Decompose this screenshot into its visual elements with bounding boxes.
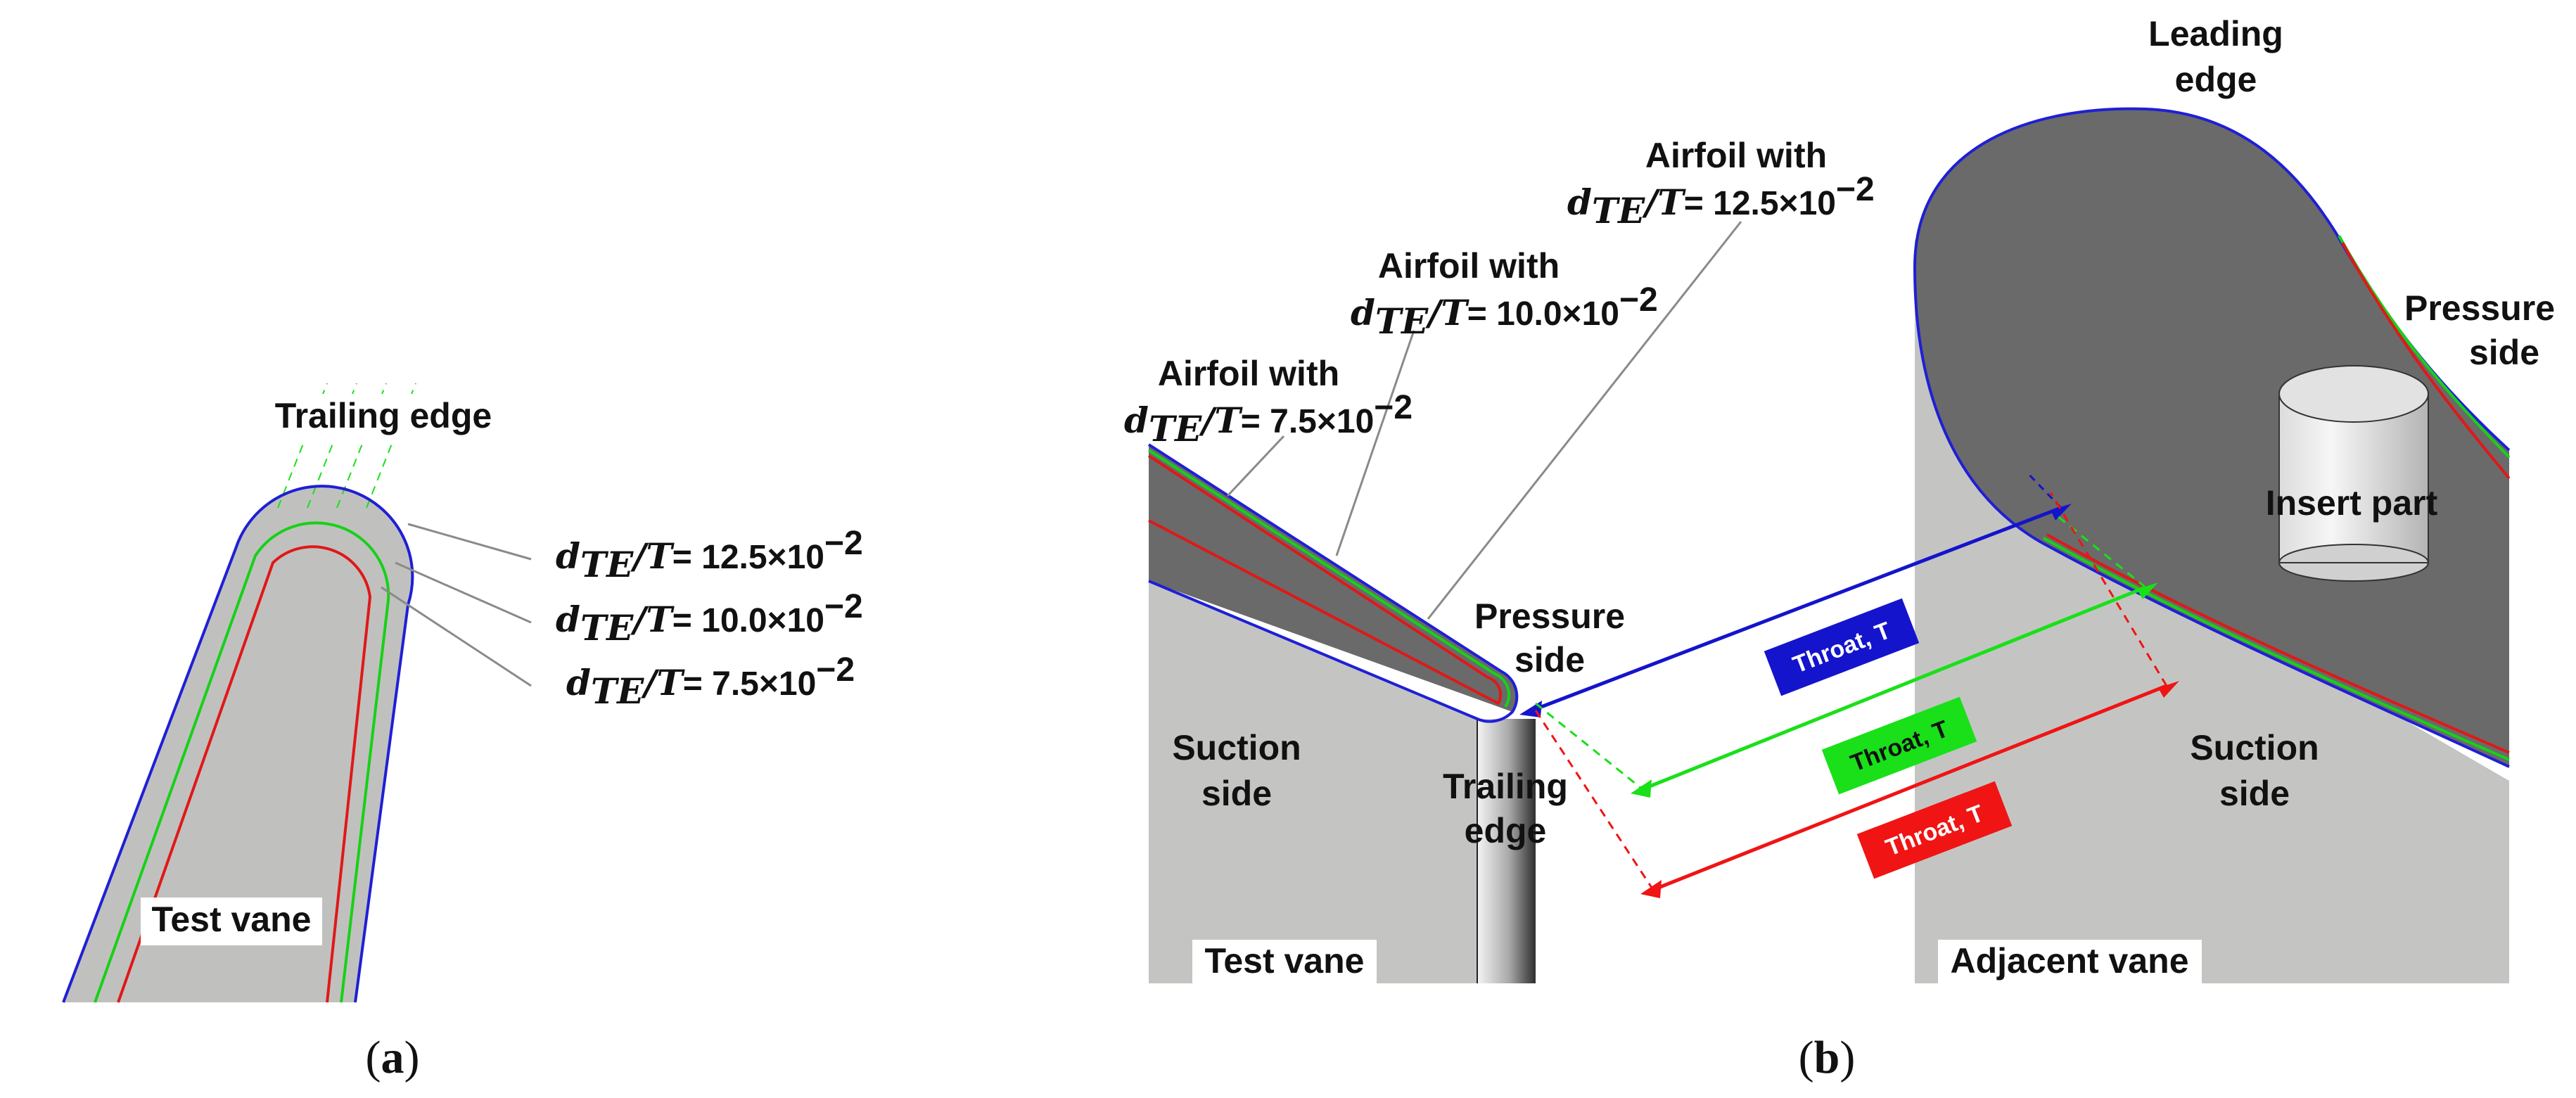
test-vane-top-surface: [1149, 445, 1517, 712]
test-vane-red-contour: [1147, 454, 1503, 706]
test-vane-b-label-bg: [1192, 940, 1377, 986]
trailing-edge-label: Trailing edge: [275, 396, 492, 435]
leading-edge-label-2: edge: [2175, 60, 2257, 99]
test-vane-label-a: Test vane: [152, 900, 312, 939]
adjacent-pressure-label-2: side: [2469, 333, 2539, 372]
caption-a: (a): [366, 1032, 420, 1083]
airfoil-title-7-5: Airfoil with: [1158, 354, 1339, 393]
leader-12-5: [407, 523, 532, 561]
trailing-edge-cylinder: [1477, 719, 1536, 983]
airfoil-value-10-0: dTE/T= 10.0×10−2: [1351, 281, 1658, 342]
throat-green: [1535, 512, 2158, 798]
trailing-edge-label-bg: [260, 394, 506, 442]
test-vane-3d: [1147, 443, 1536, 983]
leading-edge-label-1: Leading: [2148, 14, 2283, 53]
contour-dte-12-5: [62, 485, 414, 1003]
airfoil-leader-7-5: [1226, 435, 1285, 497]
adjacent-vane-top: [1915, 108, 2509, 767]
test-vane-blue-contour: [1147, 443, 1519, 723]
contour-dte-7-5: [117, 545, 372, 1003]
airfoil-leader-10-0: [1335, 330, 1415, 556]
airfoil-leader-12-5: [1427, 221, 1742, 620]
airfoil-title-10-0: Airfoil with: [1378, 246, 1560, 286]
suction-side-label-2: side: [1201, 774, 1272, 813]
trailing-edge-label-b1: Trailing: [1443, 767, 1568, 806]
test-vane-body: [63, 486, 413, 1002]
test-vane-suction-wall: [1149, 581, 1477, 983]
adjacent-vane-label-bg: [1938, 940, 2202, 986]
adjacent-suction-label-1: Suction: [2190, 728, 2319, 767]
trailing-edge-label-b2: edge: [1465, 811, 1547, 850]
airfoil-title-12-5: Airfoil with: [1645, 136, 1827, 175]
adjacent-vane-suction-red: [2046, 533, 2510, 754]
insert-part-label: Insert part: [2266, 483, 2438, 523]
caption-b: (b): [1799, 1032, 1856, 1083]
airfoil-value-12-5: dTE/T= 12.5×10−2: [1567, 171, 1875, 231]
panel-a: Trailing edge dTE/T= 12.5×10−2 dTE/T= 10…: [62, 383, 863, 1083]
adjacent-vane-suction-contour: [1913, 267, 2510, 768]
pressure-side-label-2: side: [1515, 640, 1585, 679]
adjacent-vane-pressure-red: [2341, 242, 2511, 480]
throat-red: [1534, 492, 2179, 898]
suction-side-label-1: Suction: [1172, 728, 1301, 767]
adjacent-vane-label: Adjacent vane: [1950, 941, 2188, 981]
leader-7-5: [381, 586, 532, 687]
adjacent-pressure-label-1: Pressure: [2404, 288, 2555, 328]
contour-dte-10-0: [94, 521, 390, 1003]
airfoil-value-7-5: dTE/T= 7.5×10−2: [1124, 389, 1413, 449]
leader-10-0: [395, 561, 532, 624]
adjacent-vane-3d: [1913, 107, 2511, 983]
adjacent-vane-suction-green: [2043, 537, 2510, 761]
panel-b: Throat, T Throat, T Throat, T Airfoil wi…: [1124, 14, 2555, 1083]
test-vane-label-b: Test vane: [1205, 941, 1365, 981]
adjacent-suction-label-2: side: [2219, 774, 2290, 813]
test-vane-green-contour: [1147, 449, 1511, 708]
throat-tag-red: Throat, T: [1856, 781, 2013, 879]
dte-label-7-5: dTE/T= 7.5×10−2: [566, 651, 855, 712]
test-vane-label-bg: [141, 898, 322, 945]
insert-part-top: [2278, 365, 2429, 423]
dte-label-10-0: dTE/T= 10.0×10−2: [556, 588, 863, 649]
pressure-side-label-1: Pressure: [1474, 596, 1625, 636]
dte-label-12-5: dTE/T= 12.5×10−2: [556, 525, 863, 585]
